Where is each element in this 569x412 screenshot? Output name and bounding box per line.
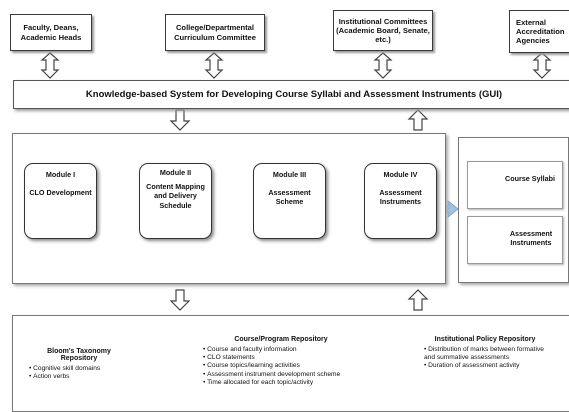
module-3-body: Assessment Scheme <box>268 187 311 207</box>
repository-institutional-policy-list: Distribution of marks between formative … <box>424 346 546 371</box>
repository-course-program-item: Assessment instrument development scheme <box>203 371 359 379</box>
repository-course-program-item: Course topics/learning activities <box>203 362 359 370</box>
down-arrow-modules-to-repositories <box>169 289 191 311</box>
repository-blooms: Bloom's Taxonomy Repository Cognitive sk… <box>29 348 129 381</box>
double-arrow-curriculum <box>204 52 224 79</box>
repository-blooms-item: Cognitive skill domains <box>29 365 129 373</box>
stakeholder-faculty: Faculty, Deans, Academic Heads <box>10 14 92 51</box>
repository-course-program-title: Course/Program Repository <box>234 336 328 343</box>
stakeholder-external-agencies: External Accreditation Agencies <box>509 10 569 53</box>
repository-course-program-item: Course and faculty information <box>203 346 359 354</box>
double-arrow-institutional <box>373 52 393 79</box>
module-3: Module III Assessment Scheme <box>253 163 326 239</box>
double-arrow-external <box>532 52 552 79</box>
module-3-title: Module III <box>272 170 307 179</box>
module-2-body: Content Mapping and Delivery Schedule <box>146 181 205 211</box>
module-4-title: Module IV <box>383 170 418 179</box>
module-1: Module I CLO Development <box>24 163 97 239</box>
repository-institutional-policy: Institutional Policy Repository Distribu… <box>424 336 546 371</box>
output-course-syllabi <box>467 161 563 209</box>
repository-course-program-item: CLO statements <box>203 354 359 362</box>
stakeholder-curriculum-committee: College/Departmental Curriculum Committe… <box>165 14 265 51</box>
stakeholder-institutional-committees-label: Institutional Committees (Academic Board… <box>336 16 430 45</box>
repository-course-program-list: Course and faculty information CLO state… <box>203 346 359 387</box>
stakeholder-external-agencies-label: External Accreditation Agencies <box>516 17 565 46</box>
output-assessment-instruments-label: Assessment Instruments <box>509 229 553 248</box>
repository-blooms-item: Action verbs <box>29 373 129 381</box>
repository-course-program: Course/Program Repository Course and fac… <box>203 336 359 387</box>
module-4: Module IV Assessment Instruments <box>364 163 437 239</box>
repository-blooms-list: Cognitive skill domains Action verbs <box>29 365 129 381</box>
stakeholder-institutional-committees: Institutional Committees (Academic Board… <box>333 10 433 51</box>
repository-course-program-item: Time allocated for each topic/activity <box>203 379 359 387</box>
stakeholder-faculty-label: Faculty, Deans, Academic Heads <box>20 23 82 42</box>
module-2: Module II Content Mapping and Delivery S… <box>139 163 212 239</box>
output-course-syllabi-label: Course Syllabi <box>505 174 555 183</box>
stakeholder-curriculum-committee-label: College/Departmental Curriculum Committe… <box>174 23 256 42</box>
output-assessment-instruments <box>467 216 563 264</box>
down-arrow-gui-to-modules <box>169 109 191 131</box>
repository-institutional-policy-item: Duration of assessment activity <box>424 362 546 370</box>
up-arrow-modules-to-gui <box>407 109 429 131</box>
gui-system-label: Knowledge-based System for Developing Co… <box>85 89 503 100</box>
repository-blooms-title: Bloom's Taxonomy Repository <box>47 348 111 362</box>
up-arrow-repositories-to-modules <box>407 289 429 311</box>
module-1-body: CLO Development <box>29 187 92 197</box>
repository-institutional-policy-item: Distribution of marks between formative … <box>424 346 546 362</box>
module-4-body: Assessment Instruments <box>379 187 422 207</box>
gui-system-bar: Knowledge-based System for Developing Co… <box>13 80 569 109</box>
double-arrow-faculty <box>40 52 60 79</box>
module-2-title: Module II <box>159 168 192 177</box>
module-1-title: Module I <box>45 170 76 179</box>
repository-institutional-policy-title: Institutional Policy Repository <box>434 336 536 343</box>
